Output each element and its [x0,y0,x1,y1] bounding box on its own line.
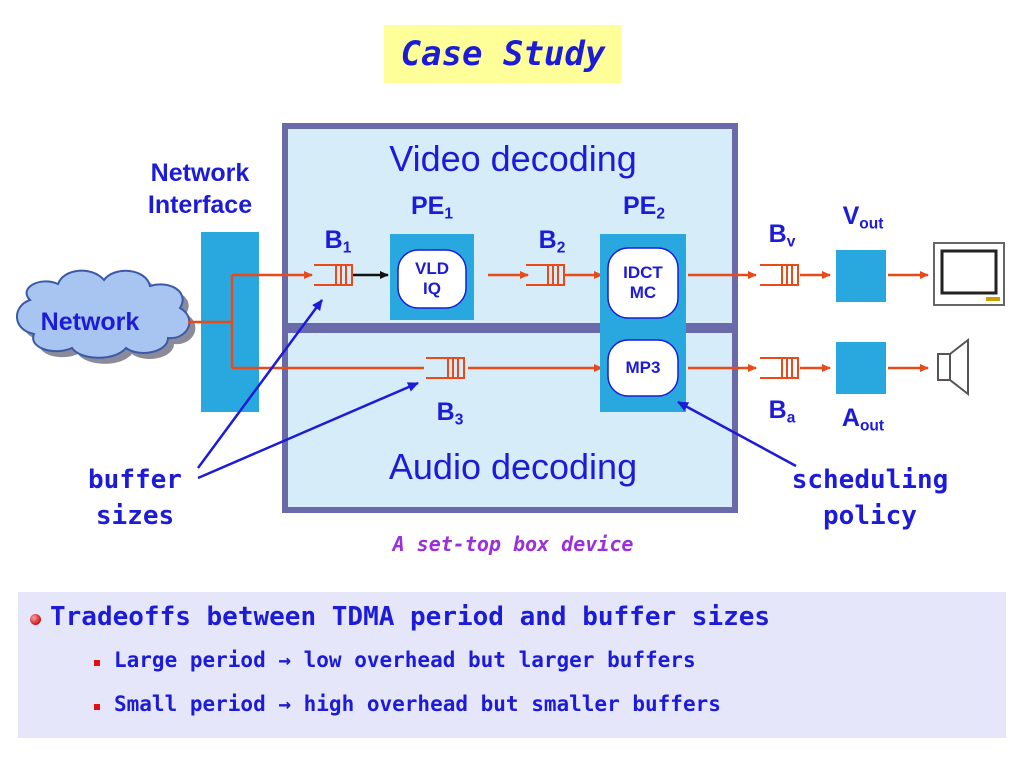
vld-text: VLD [415,259,449,278]
bullet-dot-icon [30,614,41,625]
b3-sub: 3 [454,411,464,429]
b2-base: B [538,226,557,254]
ba-label: Ba [752,396,812,427]
aout-block [836,342,886,394]
video-decoding-heading: Video decoding [389,138,637,179]
sub-bullet-icon-2 [94,704,100,710]
pe2-label: PE2 [604,192,684,223]
vld-iq-label: VLD IQ [398,259,466,299]
scheduling-line-2: policy [823,501,917,531]
pe2-base: PE [623,192,657,220]
idct-text: IDCT [623,263,663,282]
bv-base: B [768,220,787,248]
diagram-caption: A set-top box device [392,532,634,556]
buffer-b2-icon [526,264,565,286]
b3-base: B [436,398,455,426]
b2-label: B2 [522,226,582,257]
buffer-ba-icon [760,357,799,379]
pe1-sub: 1 [444,205,453,223]
pe1-base: PE [411,192,445,220]
b1-label: B1 [308,226,368,257]
network-interface-line-2: Interface [147,191,253,219]
vld-iq-box [397,249,467,309]
ba-base: B [768,396,787,424]
vout-block [836,250,886,302]
aout-label: Aout [826,404,900,435]
pe1-label: PE1 [392,192,472,223]
network-interface-line-1: Network [150,159,250,187]
bullet-main-text: Tradeoffs between TDMA period and buffer… [50,602,771,632]
monitor-icon [933,242,1005,306]
b1-sub: 1 [342,239,352,257]
aout-sub: out [859,417,885,435]
buffer-sizes-note: buffer sizes [60,462,210,534]
buffer-b1-icon [314,264,353,286]
network-cloud [16,269,196,364]
scheduling-line-1: scheduling [791,465,949,495]
pe2-sub: 2 [656,205,665,223]
ba-sub: a [786,409,796,427]
b2-sub: 2 [556,239,566,257]
iq-text: IQ [423,279,441,298]
sub-bullet-1: Large period → low overhead but larger b… [114,648,696,672]
b3-label: B3 [420,398,480,429]
mp3-box [607,339,679,397]
buffer-sizes-line-2: sizes [95,501,175,531]
vout-label: Vout [826,202,900,233]
buffer-bv-icon [760,264,799,286]
bullet-panel: Tradeoffs between TDMA period and buffer… [18,592,1006,738]
aout-base: A [841,404,860,432]
vout-sub: out [859,215,884,233]
b1-base: B [324,226,343,254]
mp3-label: MP3 [625,358,661,377]
sub-bullet-icon-1 [94,660,100,666]
audio-decoding-heading: Audio decoding [388,446,638,487]
network-interface-label: Network Interface [118,157,282,221]
buffer-sizes-line-1: buffer [88,465,182,495]
buffer-b3-icon [426,357,465,379]
idct-mc-box [607,247,679,319]
idct-mc-label: IDCT MC [608,263,678,303]
speaker-icon [937,337,969,397]
bv-label: Bv [752,220,812,251]
set-top-box-diagram [16,123,1005,513]
network-label: Network [40,308,140,336]
scheduling-policy-note: scheduling policy [770,462,970,534]
mc-text: MC [629,283,657,302]
bv-sub: v [786,233,796,251]
vout-base: V [842,202,860,230]
slide-title: Case Study [384,25,622,83]
sub-bullet-2: Small period → high overhead but smaller… [114,692,721,716]
